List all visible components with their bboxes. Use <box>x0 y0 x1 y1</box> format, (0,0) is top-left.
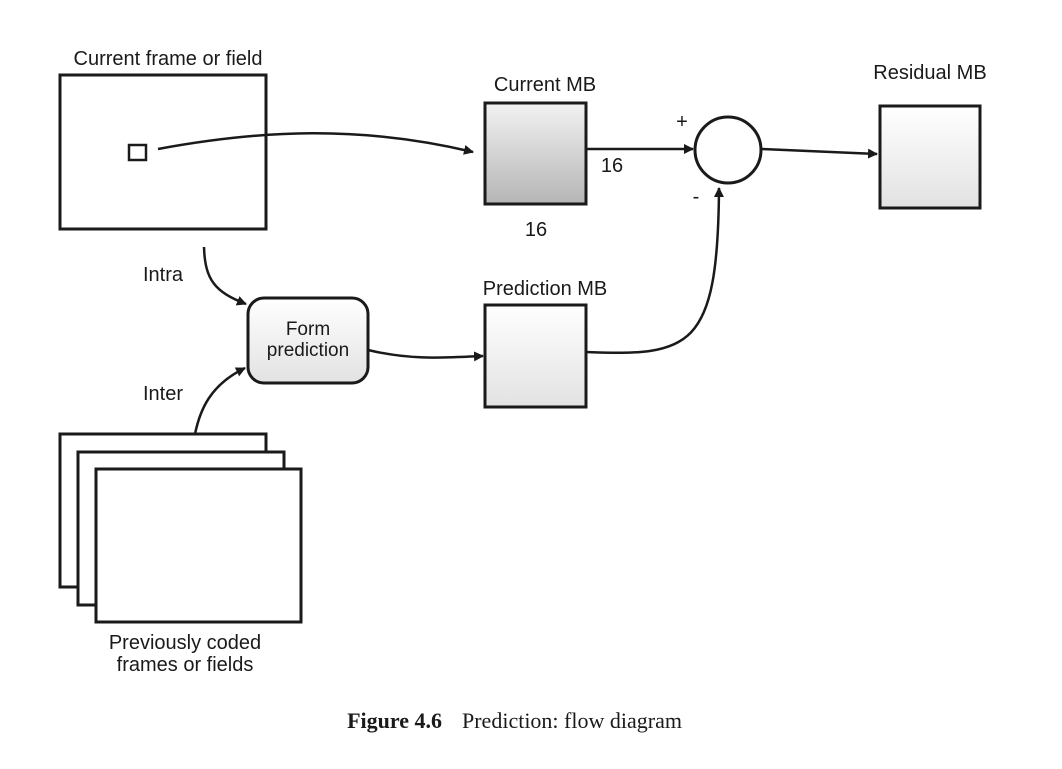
figure-number: Figure 4.6 <box>347 708 442 733</box>
previously-coded-label-line2: frames or fields <box>117 654 254 676</box>
form-prediction-box <box>246 296 370 385</box>
current-mb-label: Current MB <box>494 74 596 96</box>
figure-caption: Prediction: flow diagram <box>462 708 682 733</box>
current-frame-label: Current frame or field <box>74 48 263 70</box>
subtraction-node <box>693 115 763 185</box>
plus-sign: + <box>676 111 688 133</box>
current-frame-box <box>58 73 268 231</box>
arrow-prediction-mb-to-node <box>585 187 724 355</box>
minus-sign: - <box>693 186 700 208</box>
mb-height-label: 16 <box>525 219 547 241</box>
form-prediction-label-line1: Form <box>286 319 330 340</box>
current-mb-box <box>483 101 588 206</box>
arrow-intra-to-form-prediction <box>202 246 247 306</box>
arrow-inter-to-form-prediction <box>193 366 246 435</box>
residual-mb-label: Residual MB <box>873 62 986 84</box>
inter-label: Inter <box>143 383 183 405</box>
prediction-mb-label: Prediction MB <box>483 278 608 300</box>
residual-mb-box <box>878 104 982 210</box>
arrow-node-to-residual-mb <box>760 147 878 159</box>
form-prediction-label-line2: prediction <box>267 340 349 361</box>
arrow-frame-to-current-mb <box>157 132 474 155</box>
previously-coded-label-line1: Previously coded <box>109 632 261 654</box>
previous-frame-front <box>94 467 303 624</box>
mb-width-label: 16 <box>601 155 623 177</box>
arrow-form-to-prediction-mb <box>367 348 484 362</box>
intra-label: Intra <box>143 264 184 286</box>
macroblock-marker <box>127 143 148 162</box>
prediction-mb-box <box>483 303 588 409</box>
